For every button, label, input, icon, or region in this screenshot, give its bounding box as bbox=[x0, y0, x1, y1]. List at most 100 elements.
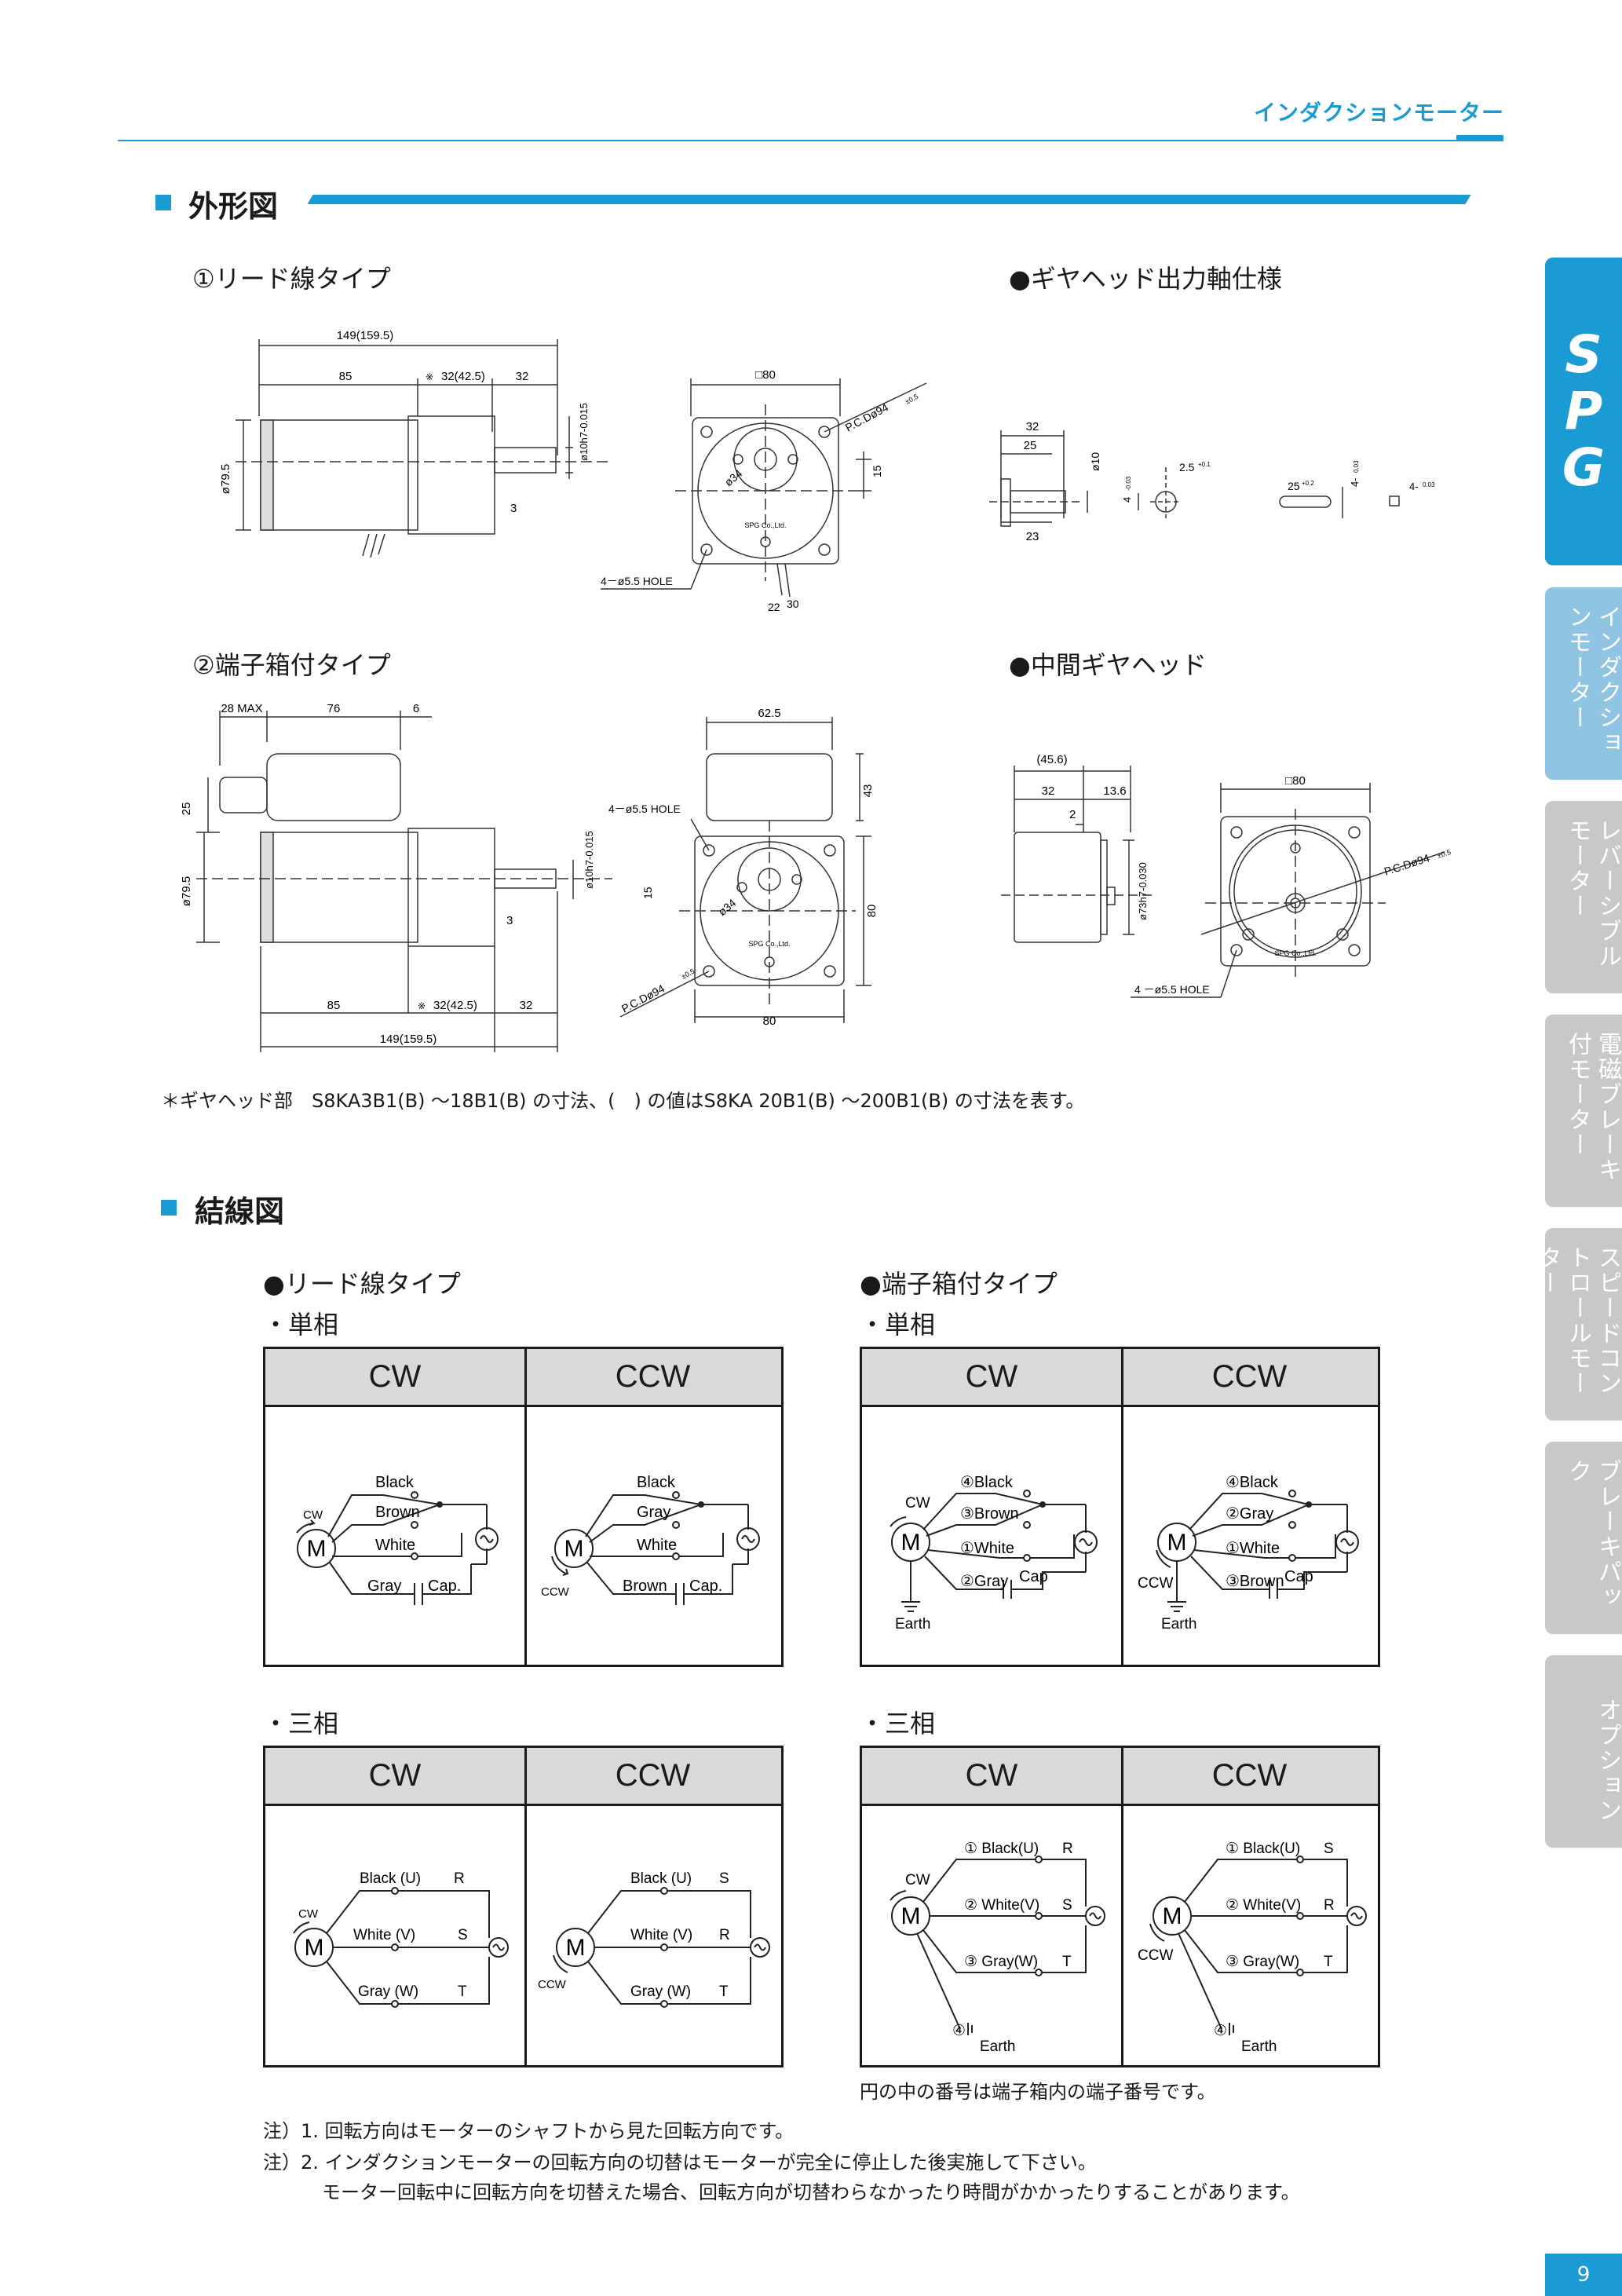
tf-dim-43: 43 bbox=[861, 784, 875, 798]
tdim-85: 85 bbox=[327, 999, 341, 1012]
brand-letter: P bbox=[1564, 381, 1603, 441]
wiring-terminal-three: ・三相 bbox=[860, 1709, 936, 1738]
note-3: モーター回転中に回転方向を切替えた場合、回転方向が切替わらなかったり時間がかかっ… bbox=[322, 2181, 1300, 2203]
tf-dim-62: 62.5 bbox=[758, 707, 780, 720]
tab-speed-control-motor[interactable]: スピードコントロールモーター bbox=[1534, 1228, 1622, 1420]
capacitor-label: Cap bbox=[1284, 1568, 1313, 1585]
section-title-outline: 外形図 bbox=[188, 189, 279, 224]
dim-front-hole: 4－ø5.5 HOLE bbox=[601, 575, 673, 587]
tdim-32: 32 bbox=[520, 999, 533, 1012]
if-maker: SPG Co.,Ltd. bbox=[1274, 949, 1316, 957]
diagram-terminal-single-ccw: M CCW ④Black ②Gray ①White ③Brown Cap Ear… bbox=[1138, 1474, 1359, 1632]
diagram-lead-three-ccw: M CCW Black (U) White (V) Gray (W) S R T bbox=[538, 1870, 770, 2008]
col-cw: CW bbox=[265, 1748, 524, 1806]
tab-brake-motor[interactable]: 電磁ブレーキ付モーター bbox=[1545, 1015, 1622, 1207]
tf-dim-pcd-tol: ±0.5 bbox=[680, 967, 696, 981]
phase-3: T bbox=[458, 1983, 467, 2000]
dim-front-pcd-tol: ±0.5 bbox=[904, 393, 919, 406]
motor-symbol: M bbox=[901, 1903, 921, 1929]
tab-options[interactable]: オプション bbox=[1545, 1655, 1622, 1848]
rotation-label: CW bbox=[298, 1907, 319, 1921]
wire-1: Black bbox=[375, 1474, 415, 1491]
subtitle-lead-type: ①リード線タイプ bbox=[192, 264, 391, 294]
tdim-76: 76 bbox=[327, 703, 341, 715]
tdim-25: 25 bbox=[180, 803, 193, 816]
wire-u: Black (U) bbox=[630, 1870, 692, 1887]
tab-induction-motor[interactable]: インダクションモーター bbox=[1545, 587, 1622, 780]
wire-w: Gray (W) bbox=[630, 1983, 691, 2000]
section-title-wiring: 結線図 bbox=[195, 1194, 285, 1229]
col-ccw: CCW bbox=[1121, 1349, 1378, 1407]
wire-u: Black (U) bbox=[360, 1870, 421, 1887]
section-bar bbox=[307, 195, 1471, 204]
shaft-dim-32: 32 bbox=[1026, 420, 1039, 433]
phase-3: T bbox=[1062, 1954, 1072, 1970]
front-maker: SPG Co.,Ltd. bbox=[744, 521, 786, 529]
drawing-terminal-side-view: 28 MAX 76 6 25 ø79.5 85 ※ 32(42.5) 32 14… bbox=[180, 703, 612, 1052]
dim-front-pcd: P.C.Dø94 bbox=[843, 400, 890, 433]
wire-w: ③ Gray(W) bbox=[1226, 1954, 1299, 1970]
rotation-label: CCW bbox=[538, 1978, 567, 1991]
if-dim-hole: 4 －ø5.5 HOLE bbox=[1134, 983, 1210, 996]
drawing-intermediate-front: □80 P.C.Dø94 ±0.5 4 －ø5.5 HOLE SPG Co.,L… bbox=[1131, 774, 1452, 998]
earth-label: Earth bbox=[1241, 2038, 1277, 2055]
earth-label: Earth bbox=[980, 2038, 1015, 2055]
tab-brake-pack[interactable]: ブレーキパック bbox=[1545, 1442, 1622, 1634]
tdim-star: ※ bbox=[418, 1000, 426, 1011]
wire-2: ②Gray bbox=[1226, 1505, 1273, 1523]
motor-symbol: M bbox=[305, 1935, 324, 1961]
wire-v: White (V) bbox=[353, 1927, 415, 1943]
rotation-label: CW bbox=[303, 1508, 323, 1522]
tf-dim-80h: 80 bbox=[865, 905, 879, 918]
wire-u: ① Black(U) bbox=[1226, 1841, 1300, 1857]
motor-symbol: M bbox=[1163, 1903, 1182, 1929]
section-marker bbox=[161, 1200, 177, 1216]
wire-3: White bbox=[637, 1537, 677, 1554]
tab-reversible-motor[interactable]: レバーシブルモーター bbox=[1545, 801, 1622, 993]
wire-2: Gray bbox=[637, 1504, 670, 1521]
drawing-intermediate-side: (45.6) 32 13.6 2 ø73h7-0.030 bbox=[1001, 753, 1154, 943]
motor-symbol: M bbox=[566, 1935, 586, 1961]
note-1: 注）1. 回転方向はモーターのシャフトから見た回転方向です。 bbox=[263, 2120, 795, 2142]
key-dim-25: 25 bbox=[1288, 480, 1300, 492]
key-dim-4-tol: 0.03 bbox=[1353, 460, 1360, 473]
diagram-lead-three-cw: M CW Black (U) White (V) Gray (W) R S T bbox=[293, 1870, 509, 2008]
rotation-label: CCW bbox=[1138, 1947, 1173, 1964]
shaft-dim-25b: 2.5 bbox=[1179, 461, 1195, 473]
key-dim-4b-tol: 0.03 bbox=[1423, 481, 1435, 488]
terminal-number-note: 円の中の番号は端子箱内の端子番号です。 bbox=[860, 2081, 1216, 2103]
section-marker bbox=[155, 195, 171, 210]
shaft-dim-dia: ø10 bbox=[1089, 452, 1101, 471]
brand-tab-spg[interactable]: S P G bbox=[1545, 258, 1622, 565]
diagram-terminal-three-ccw: M CCW ① Black(U) ② White(V) ③ Gray(W) ④ … bbox=[1138, 1841, 1367, 2055]
capacitor-label: Cap. bbox=[428, 1578, 461, 1595]
if-dim-pcd-tol: ±0.5 bbox=[1437, 848, 1452, 860]
shaft-dim-25: 25 bbox=[1024, 439, 1037, 452]
drawing-lead-front-view: □80 P.C.Dø94 ±0.5 ø34 15 SPG Co.,Ltd. 4－… bbox=[601, 368, 927, 613]
diagram-lead-single-cw: M CW Black Brown White Gray Cap. bbox=[296, 1474, 499, 1605]
rotation-label: CCW bbox=[1138, 1575, 1173, 1592]
wire-2: Brown bbox=[375, 1504, 420, 1521]
wire-u: ① Black(U) bbox=[964, 1841, 1039, 1857]
capacitor-label: Cap bbox=[1019, 1568, 1048, 1585]
drawing-lead-side-view: 149(159.5) 85 ※ 32(42.5) 32 ø79.5 ø10h7-… bbox=[219, 329, 612, 558]
dim-lead-total: 149(159.5) bbox=[337, 329, 394, 342]
phase-2: R bbox=[719, 1927, 730, 1943]
inter-dim-dia: ø73h7-0.030 bbox=[1137, 862, 1149, 920]
wiring-table-terminal-single: CW CCW M CW ④Black ③Brown ①White ②Gray C… bbox=[860, 1347, 1380, 1667]
wire-4: ③Brown bbox=[1226, 1573, 1284, 1590]
dim-front-d34: ø34 bbox=[722, 466, 745, 488]
wire-3: ①White bbox=[960, 1540, 1014, 1557]
dim-lead-star: ※ bbox=[426, 371, 433, 382]
motor-symbol: M bbox=[901, 1530, 921, 1556]
phase-1: S bbox=[719, 1870, 729, 1887]
drawing-gearhead-shaft: 32 25 23 ø10 4 -0.03 2.5 +0.1 25 +0.2 4-… bbox=[989, 420, 1435, 543]
shaft-dim-23: 23 bbox=[1026, 530, 1039, 543]
subtitle-terminal-type: ②端子箱付タイプ bbox=[192, 650, 391, 680]
wire-4: Gray bbox=[367, 1578, 401, 1595]
wiring-lead-type: ●リード線タイプ bbox=[263, 1269, 461, 1299]
diagram-terminal-single-cw: M CW ④Black ③Brown ①White ②Gray Cap Eart… bbox=[890, 1474, 1098, 1632]
wire-earth: ④ bbox=[952, 2023, 966, 2039]
dim-front-22: 22 bbox=[768, 601, 780, 613]
rotation-label: CCW bbox=[541, 1585, 570, 1599]
